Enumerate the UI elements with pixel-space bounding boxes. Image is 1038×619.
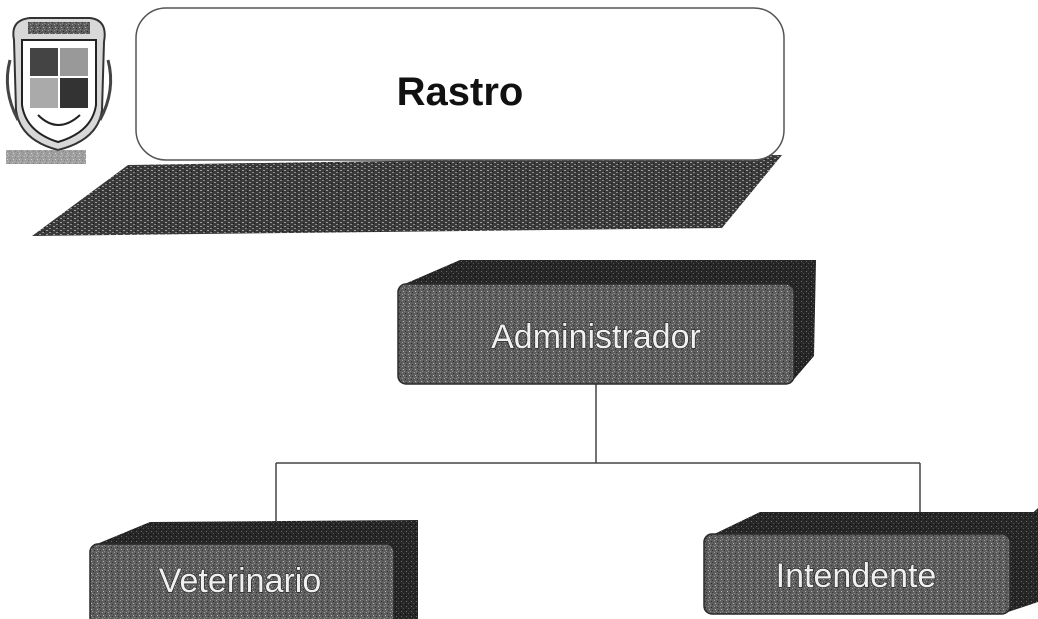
- node-label-administrador: Administrador: [491, 318, 701, 356]
- page-title: Rastro: [397, 70, 524, 114]
- title-shadow: [32, 155, 782, 236]
- node-label-veterinario: Veterinario: [159, 562, 322, 600]
- node-intendente: Intendente: [703, 508, 1038, 615]
- node-label-intendente: Intendente: [776, 557, 937, 595]
- connectors: [275, 384, 921, 524]
- node-veterinario: Veterinario: [89, 520, 418, 619]
- coat-of-arms-icon: [5, 17, 113, 164]
- title-box: Rastro: [135, 7, 785, 161]
- node-administrador: Administrador: [397, 260, 816, 385]
